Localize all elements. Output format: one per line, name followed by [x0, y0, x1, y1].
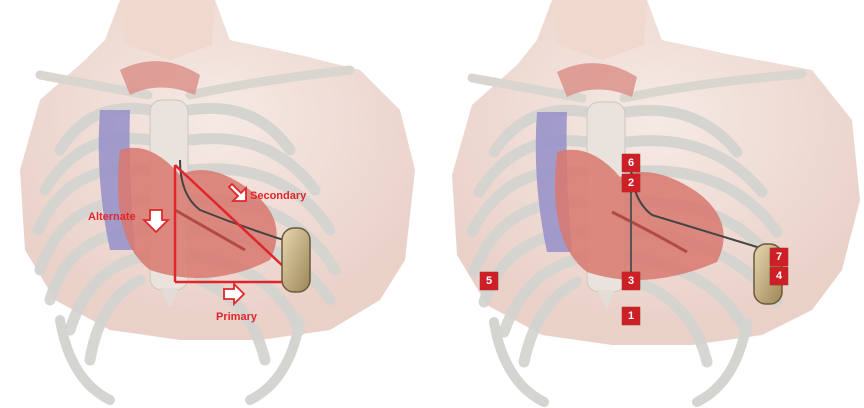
alternate-label: Alternate: [88, 211, 136, 223]
right-chest-illustration: [432, 0, 864, 408]
primary-label: Primary: [216, 311, 257, 323]
electrode-marker-4: 4: [770, 267, 788, 285]
secondary-label: Secondary: [250, 190, 306, 202]
electrode-marker-6: 6: [622, 154, 640, 172]
left-anatomy-panel: Alternate Secondary Primary: [0, 0, 432, 408]
right-anatomy-panel: 6 2 3 1 5 7 4: [432, 0, 864, 408]
electrode-marker-5: 5: [480, 272, 498, 290]
icd-device: [282, 228, 310, 292]
left-chest-illustration: [0, 0, 432, 408]
electrode-marker-2: 2: [622, 174, 640, 192]
electrode-marker-1: 1: [622, 307, 640, 325]
electrode-marker-7: 7: [770, 248, 788, 266]
electrode-marker-3: 3: [622, 272, 640, 290]
